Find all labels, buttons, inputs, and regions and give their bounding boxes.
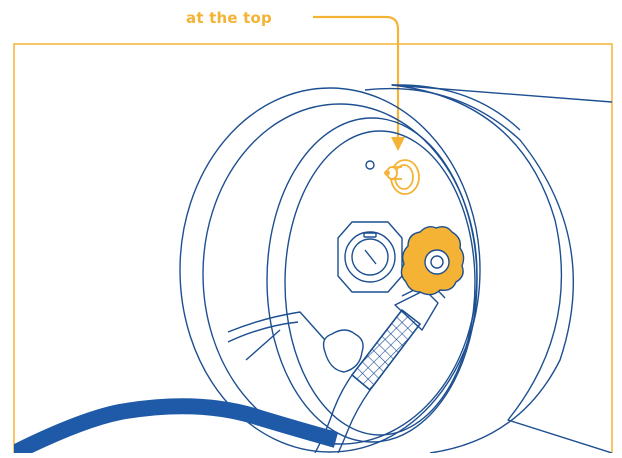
gas-hose xyxy=(14,398,339,453)
arrow-down-icon xyxy=(391,137,405,151)
valve-handwheel xyxy=(400,225,465,296)
tank-collar xyxy=(179,87,481,453)
hose-fitting xyxy=(314,281,446,453)
valve-cap xyxy=(322,329,364,373)
relief-valve xyxy=(384,159,420,195)
frame-border xyxy=(13,43,613,458)
vent-hole xyxy=(365,160,375,170)
callout-label: at the top xyxy=(186,9,272,27)
tank-body xyxy=(364,84,612,453)
gauge-icon xyxy=(337,221,403,293)
collar-cutout xyxy=(227,311,326,361)
callout-leader-line xyxy=(313,15,400,138)
